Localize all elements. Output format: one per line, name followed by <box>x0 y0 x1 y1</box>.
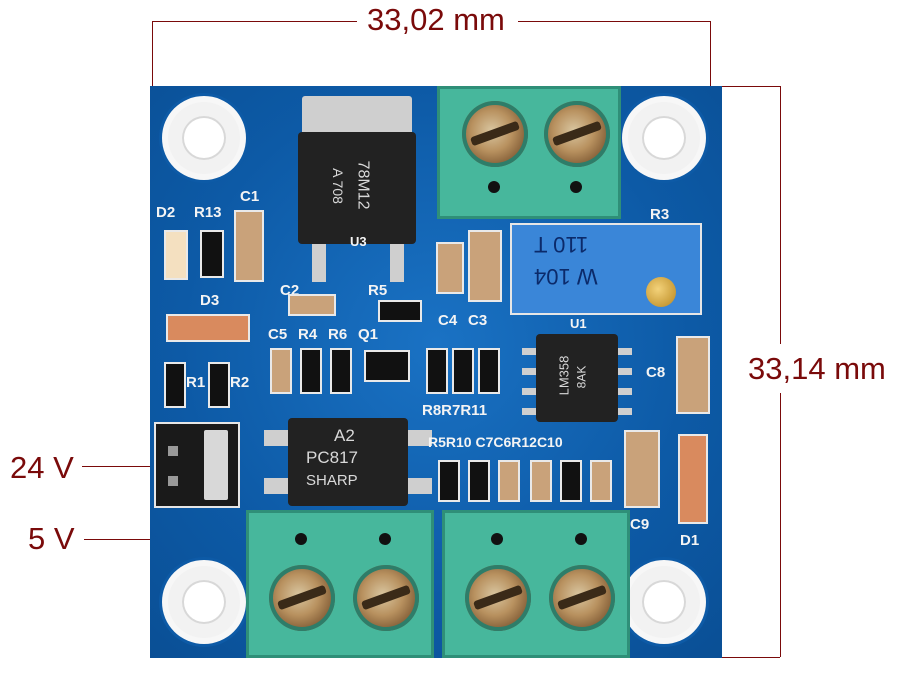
mounting-hole-bottom-right <box>628 566 700 638</box>
resistor-r4 <box>300 348 322 394</box>
terminal-screw <box>353 565 419 631</box>
voltage-select-jumper[interactable] <box>154 422 240 508</box>
capacitor-c9 <box>624 430 660 508</box>
opamp-chip: LM358 8AK <box>536 334 618 422</box>
resistor-r2 <box>208 362 230 408</box>
terminal-screw <box>544 101 610 167</box>
capacitor-c6 <box>530 460 552 502</box>
diode-d3 <box>166 314 250 342</box>
resistor-r1 <box>164 362 186 408</box>
terminal-screw <box>269 565 335 631</box>
width-dimension-line-right <box>518 21 711 22</box>
capacitor-c1 <box>234 210 264 282</box>
resistor-r5-top <box>378 300 422 322</box>
width-dimension-tick-left <box>152 21 153 86</box>
optocoupler-chip: A2 PC817 SHARP <box>288 418 408 506</box>
jumper-label-24v: 24 V <box>10 450 74 485</box>
mounting-hole-top-right <box>628 102 700 174</box>
jumper-pointer-24v <box>82 466 154 467</box>
width-dimension-tick-right <box>710 21 711 86</box>
pcb-board: 78M12 A 708 U3 110 T W 104 R3 LM358 8AK … <box>150 86 722 658</box>
mounting-hole-bottom-left <box>168 566 240 638</box>
capacitor-c7 <box>498 460 520 502</box>
capacitor-c3 <box>468 230 502 302</box>
capacitor-c2 <box>288 294 336 316</box>
terminal-block-bottom-left <box>246 510 434 658</box>
jumper-label-5v: 5 V <box>28 521 75 556</box>
resistor-r10 <box>468 460 490 502</box>
terminal-screw <box>462 101 528 167</box>
resistor-r12 <box>560 460 582 502</box>
resistor-r7 <box>452 348 474 394</box>
height-dimension-line-top <box>780 86 781 344</box>
resistor-r5 <box>438 460 460 502</box>
resistor-r13 <box>200 230 224 278</box>
terminal-screw <box>465 565 531 631</box>
diode-d1 <box>678 434 708 524</box>
resistor-r11 <box>478 348 500 394</box>
transistor-q1 <box>364 350 410 382</box>
voltage-regulator: 78M12 A 708 <box>298 96 416 282</box>
capacitor-c4 <box>436 242 464 294</box>
trimmer-potentiometer[interactable]: 110 T W 104 <box>510 223 702 315</box>
capacitor-c8 <box>676 336 710 414</box>
led-d2 <box>164 230 188 280</box>
capacitor-c5 <box>270 348 292 394</box>
terminal-screw <box>549 565 615 631</box>
width-dimension-label: 33,02 mm <box>367 2 505 37</box>
height-dimension-tick-bottom <box>722 657 780 658</box>
mounting-hole-top-left <box>168 102 240 174</box>
trimmer-adjust-screw-icon[interactable] <box>646 277 676 307</box>
resistor-r8 <box>426 348 448 394</box>
resistor-r6 <box>330 348 352 394</box>
height-dimension-line-bottom <box>780 393 781 657</box>
width-dimension-line-left <box>152 21 357 22</box>
height-dimension-label: 33,14 mm <box>748 351 886 386</box>
height-dimension-tick-top <box>722 86 780 87</box>
terminal-block-bottom-right <box>442 510 630 658</box>
terminal-block-top <box>437 86 621 219</box>
capacitor-c10 <box>590 460 612 502</box>
